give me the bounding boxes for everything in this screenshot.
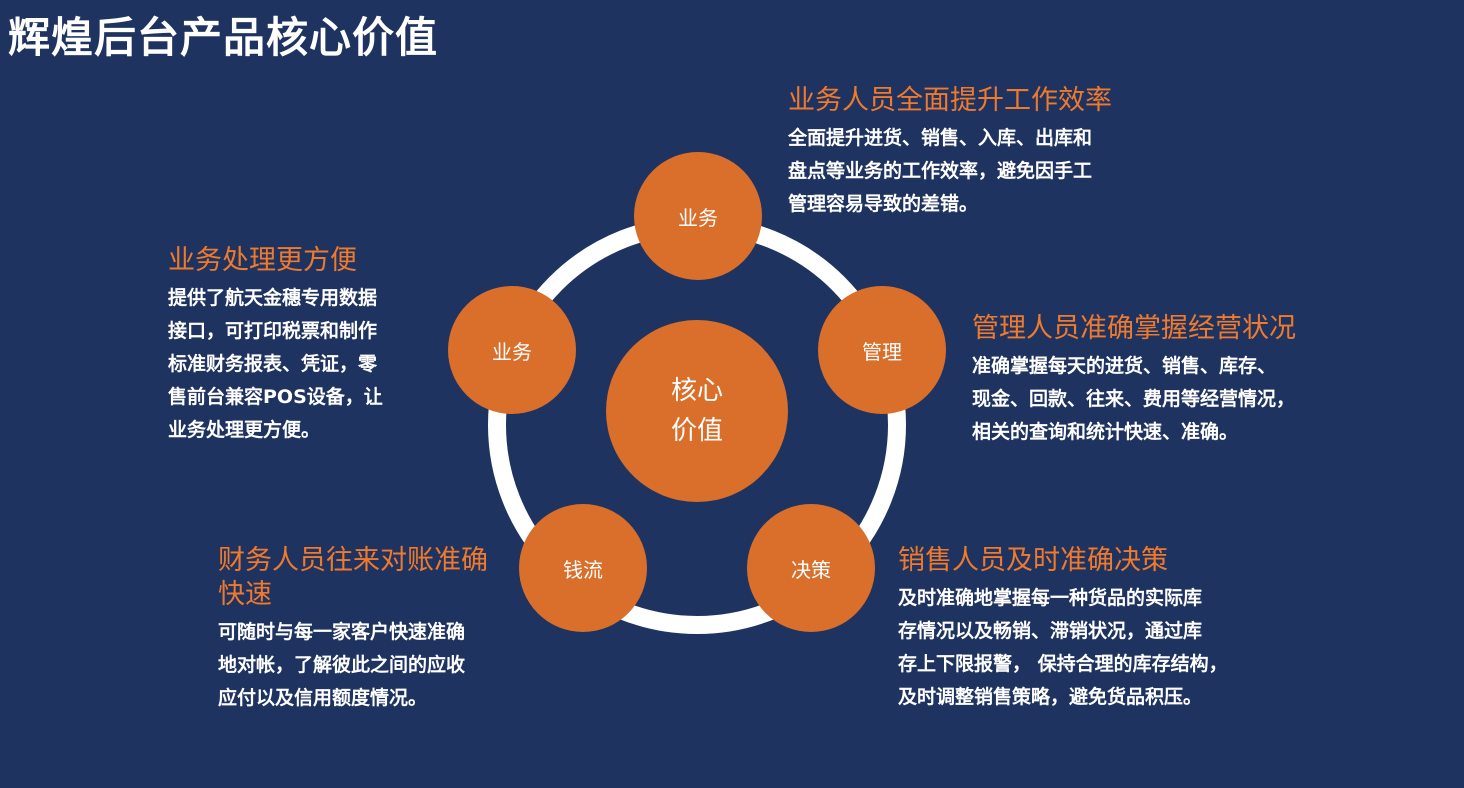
block-body: 准确掌握每天的进货、销售、库存、 现金、回款、往来、费用等经营情况， 相关的查询… [972,350,1296,449]
block-line: 管理容易导致的差错。 [788,193,979,215]
block-line: 盘点等业务的工作效率，避免因手工 [788,160,1093,182]
block-heading-line: 快速 [218,579,272,610]
center-label-line1: 核心 [670,376,723,406]
node-left-business: 业务 [448,286,576,414]
block-line: 业务处理更方便。 [168,419,321,441]
node-label: 决策 [791,557,831,582]
node-top-business: 业务 [634,152,762,280]
node-right-management: 管理 [818,286,946,414]
center-label-line2: 价值 [670,416,723,446]
block-heading: 销售人员及时准确决策 [898,545,1168,576]
node-label: 钱流 [563,557,603,582]
block-heading-line: 财务人员往来对账准确 [218,545,488,576]
block-line: 可随时与每一家客户快速准确 [218,621,466,643]
block-right: 管理人员准确掌握经营状况 准确掌握每天的进货、销售、库存、 现金、回款、往来、费… [972,312,1296,449]
node-label: 管理 [862,339,902,364]
block-body: 可随时与每一家客户快速准确 地对帐，了解彼此之间的应收 应付以及信用额度情况。 [218,616,488,715]
block-heading: 业务处理更方便 [168,245,357,276]
block-line: 全面提升进货、销售、入库、出库和 [788,127,1093,149]
block-line: 存上下限报警， 保持合理的库存结构， [898,653,1228,675]
block-line: 售前台兼容POS设备，让 [168,386,383,408]
block-line: 提供了航天金穗专用数据 [168,287,378,309]
block-body: 全面提升进货、销售、入库、出库和 盘点等业务的工作效率，避免因手工 管理容易导致… [788,122,1112,221]
block-line: 准确掌握每天的进货、销售、库存、 [972,355,1277,377]
node-bottom-right-decision: 决策 [747,504,875,632]
block-bottom-right: 销售人员及时准确决策 及时准确地掌握每一种货品的实际库 存情况以及畅销、滞销状况… [898,544,1228,714]
node-center-core-value: 核心 价值 [606,320,788,502]
block-heading: 管理人员准确掌握经营状况 [972,313,1296,344]
block-heading: 业务人员全面提升工作效率 [788,85,1112,116]
block-left: 业务处理更方便 提供了航天金穗专用数据 接口，可打印税票和制作 标准财务报表、凭… [168,244,383,447]
block-line: 存情况以及畅销、滞销状况，通过库 [898,620,1203,642]
block-line: 应付以及信用额度情况。 [218,687,428,709]
block-line: 标准财务报表、凭证，零 [168,353,378,375]
page-title: 辉煌后台产品核心价值 [8,13,439,62]
block-body: 及时准确地掌握每一种货品的实际库 存情况以及畅销、滞销状况，通过库 存上下限报警… [898,582,1228,714]
block-line: 地对帐，了解彼此之间的应收 [218,654,466,676]
block-line: 相关的查询和统计快速、准确。 [972,421,1239,443]
block-line: 现金、回款、往来、费用等经营情况， [972,388,1296,410]
block-line: 接口，可打印税票和制作 [168,320,378,342]
block-bottom-left: 财务人员往来对账准确 快速 可随时与每一家客户快速准确 地对帐，了解彼此之间的应… [218,544,488,715]
block-line: 及时调整销售策略，避免货品积压。 [898,686,1203,708]
block-body: 提供了航天金穗专用数据 接口，可打印税票和制作 标准财务报表、凭证，零 售前台兼… [168,282,383,447]
block-line: 及时准确地掌握每一种货品的实际库 [898,587,1203,609]
block-top-right: 业务人员全面提升工作效率 全面提升进货、销售、入库、出库和 盘点等业务的工作效率… [788,84,1112,221]
node-label: 业务 [678,205,718,230]
node-label: 业务 [492,339,532,364]
node-bottom-left-cashflow: 钱流 [519,504,647,632]
